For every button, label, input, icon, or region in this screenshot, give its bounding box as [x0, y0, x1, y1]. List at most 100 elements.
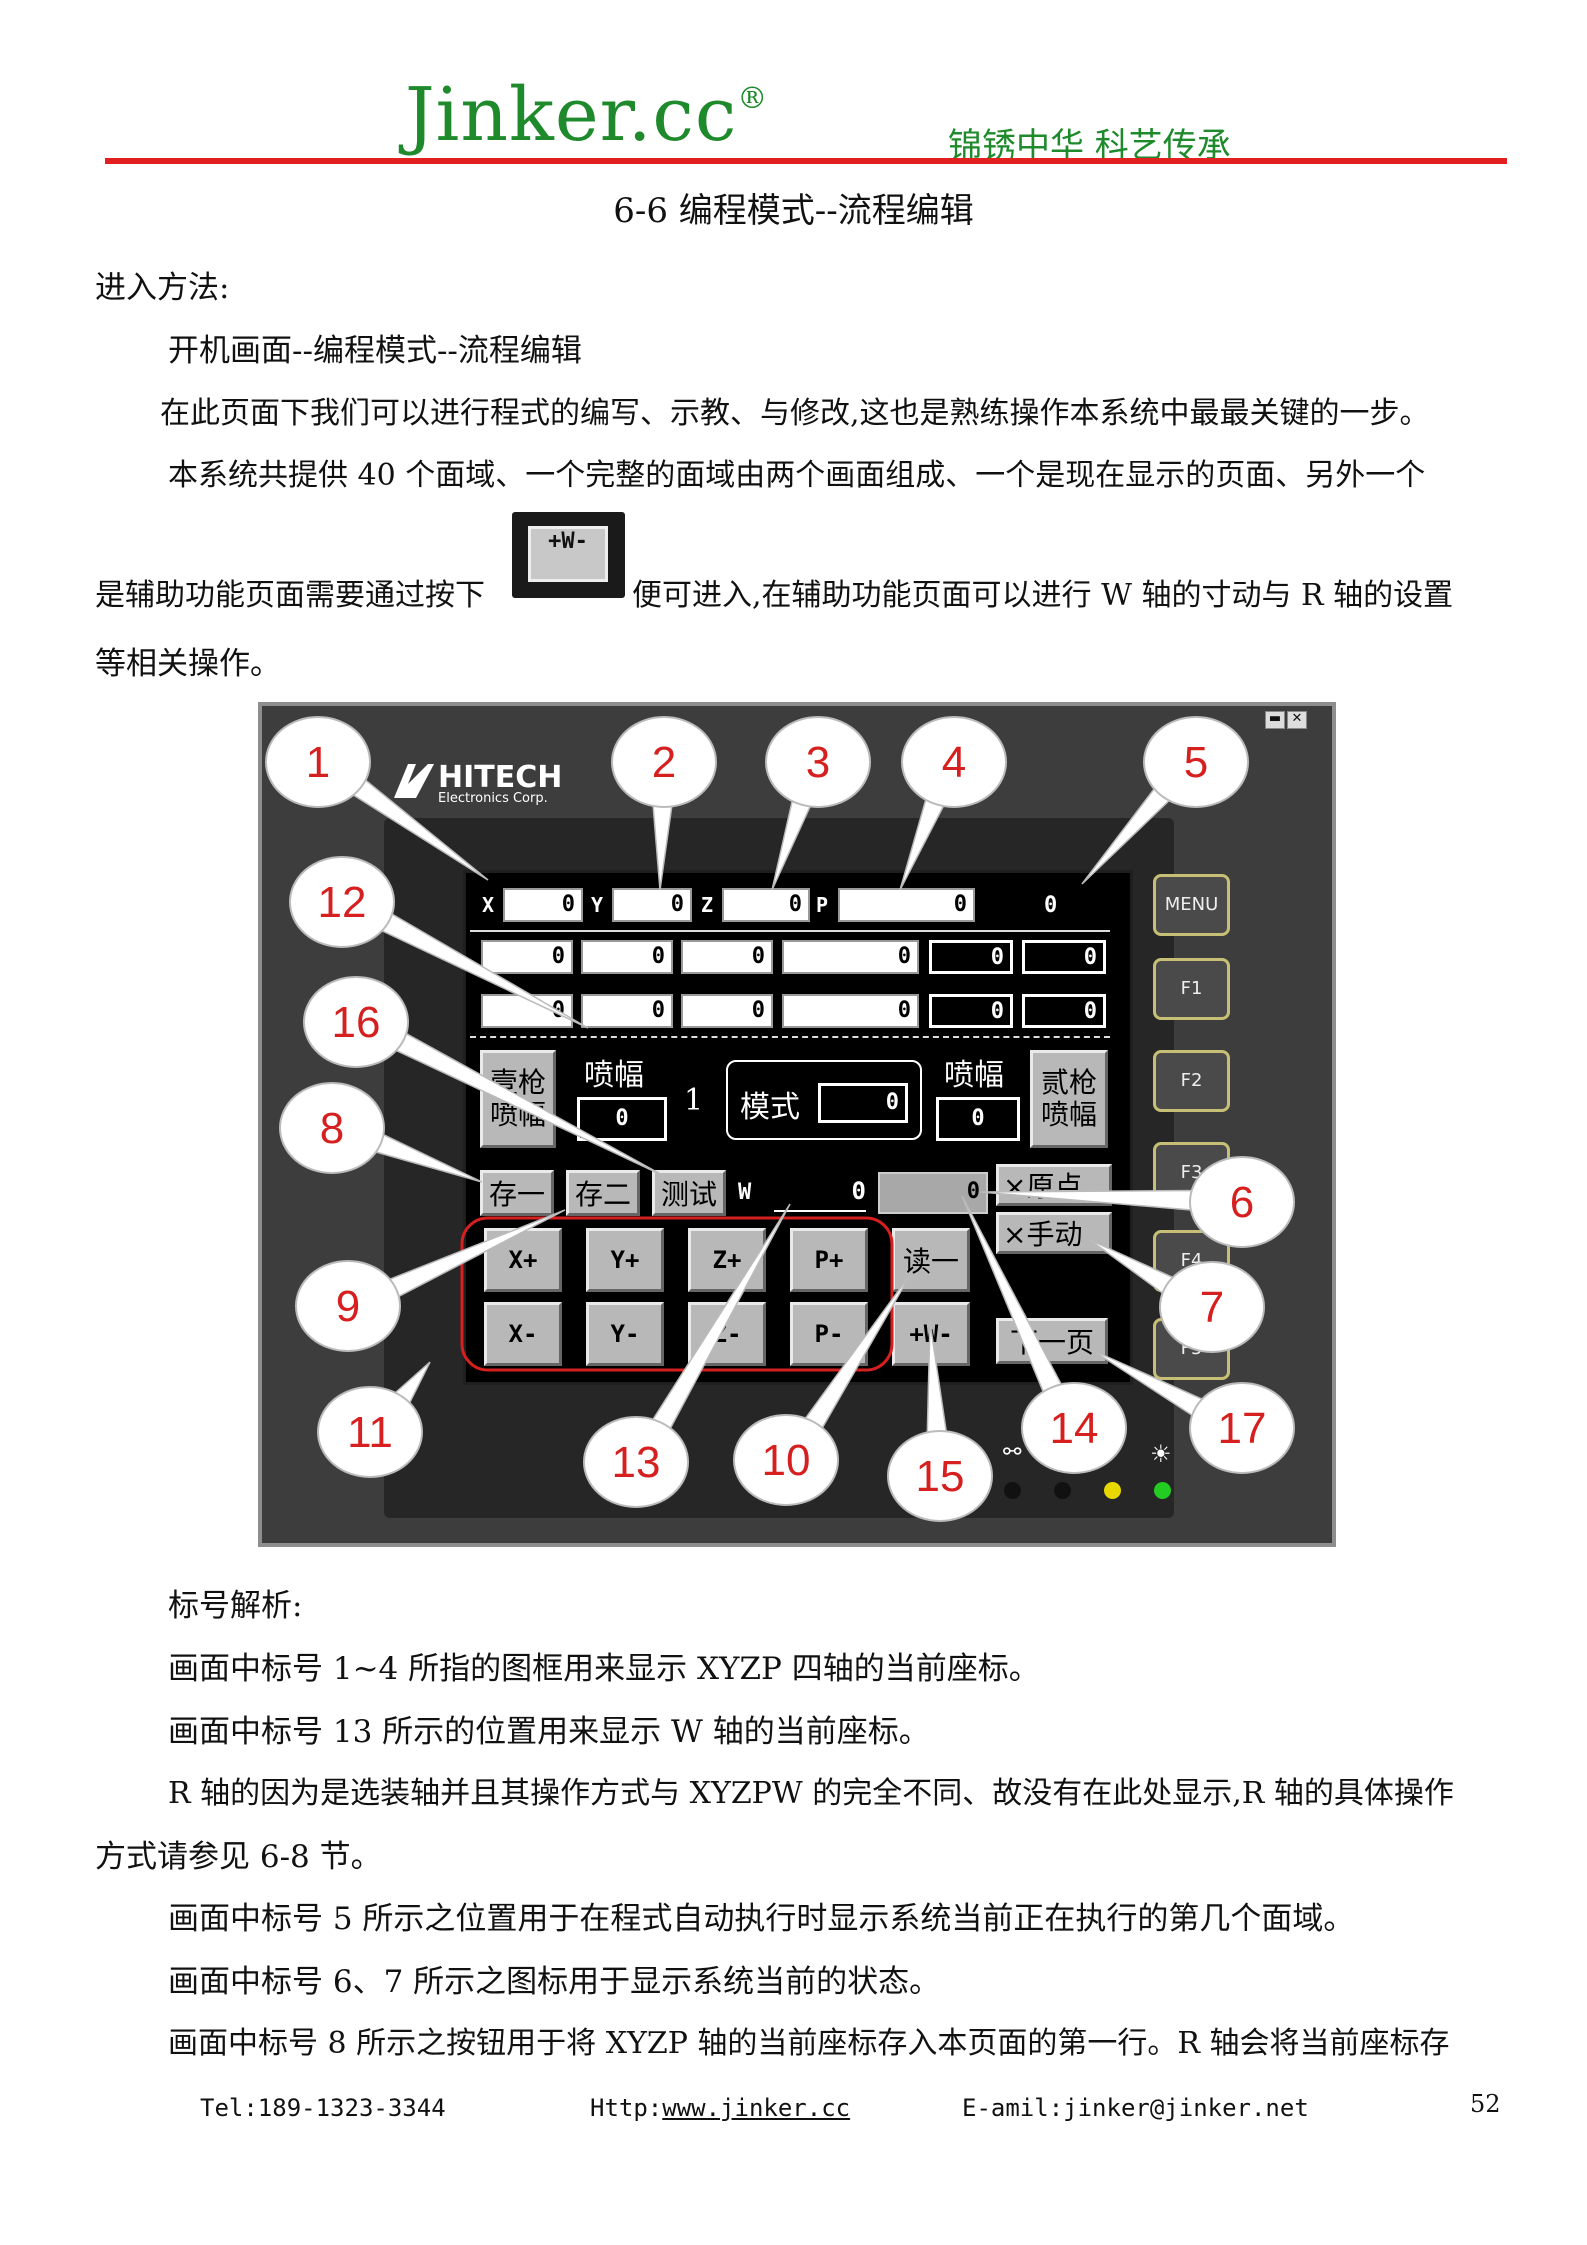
callout-number: 5	[1184, 738, 1208, 787]
save1-button[interactable]: 存一	[480, 1170, 554, 1216]
callout-tail	[899, 792, 948, 891]
x-axis-label: X	[482, 893, 495, 917]
callout-number: 17	[1218, 1404, 1267, 1453]
callout-tail	[771, 793, 814, 891]
callout-tail	[979, 1189, 1199, 1212]
footer-http: Http:www.jinker.cc	[590, 2094, 851, 2122]
y-plus-button[interactable]: Y+	[586, 1228, 664, 1292]
callout-number: 7	[1200, 1283, 1224, 1332]
body-line-5: 画面中标号 5 所示之位置用于在程式自动执行时显示系统当前正在执行的第几个面域。	[168, 1901, 1355, 1937]
callout-number: 16	[332, 998, 381, 1047]
row2-p-field[interactable]: 0	[782, 994, 919, 1028]
spray-label-2: 喷幅	[944, 1058, 1004, 1093]
callout-bubble	[265, 716, 371, 808]
p-plus-button[interactable]: P+	[790, 1228, 868, 1292]
test-button[interactable]: 测试	[652, 1170, 726, 1216]
row2-y-field[interactable]: 0	[581, 994, 673, 1028]
f2-button[interactable]: F2	[1153, 1050, 1230, 1112]
callout-bubble	[295, 1260, 401, 1352]
callout-number: 15	[916, 1452, 965, 1501]
callout-number: 4	[942, 738, 966, 787]
callout-number: 12	[318, 878, 367, 927]
callout-number: 8	[320, 1104, 344, 1153]
menu-button[interactable]: MENU	[1153, 874, 1230, 936]
y-minus-button[interactable]: Y-	[586, 1302, 664, 1366]
callout-bubble	[1189, 1156, 1295, 1248]
callout-tail	[801, 1271, 913, 1435]
gun2-spray-button[interactable]: 贰枪喷幅	[1030, 1050, 1108, 1148]
callout-number: 11	[347, 1408, 393, 1457]
led-1	[1004, 1482, 1021, 1499]
paragraph-1: 在此页面下我们可以进行程式的编写、示教、与修改,这也是熟练操作本系统中最最关键的…	[160, 396, 1430, 431]
manual-status-indicator: ×手动	[996, 1212, 1112, 1254]
p-axis-label: P	[816, 893, 829, 917]
mode-value[interactable]: 0	[818, 1083, 908, 1123]
paragraph-3-end: 便可进入,在辅助功能页面可以进行 W 轴的寸动与 R 轴的设置	[632, 578, 1454, 613]
callout-bubble	[317, 1386, 423, 1478]
body-line-6: 画面中标号 6、7 所示之图标用于显示系统当前的状态。	[168, 1964, 941, 2000]
callout-bubble	[583, 1416, 689, 1508]
row2-z-field[interactable]: 0	[681, 994, 773, 1028]
callout-bubble	[901, 716, 1007, 808]
enter-path: 开机画面--编程模式--流程编辑	[168, 333, 582, 369]
callout-bubble	[279, 1082, 385, 1174]
callout-bubble	[289, 856, 395, 948]
y-coordinate-field: 0	[612, 888, 692, 922]
site-logo: Jinker.cc®	[405, 72, 769, 158]
callout-tail	[926, 1321, 948, 1440]
header-divider	[105, 158, 1507, 164]
callout-number: 1	[306, 738, 330, 787]
footer-tel: Tel:189-1323-3344	[200, 2094, 446, 2122]
w-coordinate-field: 0	[774, 1172, 866, 1212]
callout-bubble	[611, 716, 717, 808]
spray-label-1: 喷幅	[584, 1058, 644, 1093]
led-3	[1104, 1482, 1121, 1499]
minimize-icon: ▬	[1265, 711, 1285, 729]
paragraph-4: 等相关操作。	[95, 646, 281, 682]
callout-number: 2	[652, 738, 676, 787]
callout-bubble	[765, 716, 871, 808]
row1-spray1-field[interactable]: 0	[929, 940, 1013, 974]
gun-number: 1	[684, 1083, 704, 1118]
x-coordinate-field: 0	[503, 888, 583, 922]
row1-z-field[interactable]: 0	[681, 940, 773, 974]
area-number: 0	[1044, 893, 1058, 918]
callout-bubble	[1189, 1382, 1295, 1474]
z-plus-button[interactable]: Z+	[688, 1228, 766, 1292]
callout-number: 6	[1230, 1178, 1254, 1227]
body-line-1: 画面中标号 1~4 所指的图框用来显示 XYZP 四轴的当前座标。	[168, 1651, 1040, 1687]
footer-email: E-amil:jinker@jinker.net	[962, 2094, 1309, 2122]
page-number: 52	[1470, 2090, 1501, 2118]
callout-tail	[369, 1130, 483, 1183]
row1-y-field[interactable]: 0	[581, 940, 673, 974]
body-line-2: 画面中标号 13 所示的位置用来显示 W 轴的当前座标。	[168, 1714, 930, 1750]
row2-spray1-field[interactable]: 0	[929, 994, 1013, 1028]
led-4	[1154, 1482, 1171, 1499]
row1-spray2-field[interactable]: 0	[1022, 940, 1106, 974]
callout-tail	[375, 909, 589, 1029]
callout-bubble	[1159, 1261, 1265, 1353]
callout-tail	[961, 1195, 1065, 1399]
callout-number: 14	[1050, 1404, 1099, 1453]
callout-number: 10	[762, 1436, 811, 1485]
footer-url-link[interactable]: www.jinker.cc	[662, 2094, 851, 2122]
row1-x-field[interactable]: 0	[481, 940, 573, 974]
body-line-4: 方式请参见 6-8 节。	[95, 1839, 382, 1875]
body-line-7: 画面中标号 8 所示之按钮用于将 XYZP 轴的当前座标存入本页面的第一行。R …	[168, 2026, 1450, 2061]
f1-button[interactable]: F1	[1153, 958, 1230, 1020]
spray1-value[interactable]: 0	[577, 1097, 667, 1141]
enter-method-heading: 进入方法:	[95, 270, 230, 306]
close-icon: ✕	[1287, 711, 1307, 729]
x-minus-button[interactable]: X-	[484, 1302, 562, 1366]
row1-p-field[interactable]: 0	[782, 940, 919, 974]
save2-button[interactable]: 存二	[566, 1170, 640, 1216]
callout-bubble	[1021, 1382, 1127, 1474]
light-icon: ☀	[1150, 1440, 1172, 1468]
callout-number: 9	[336, 1282, 360, 1331]
row2-spray2-field[interactable]: 0	[1022, 994, 1106, 1028]
spray2-value[interactable]: 0	[936, 1097, 1020, 1141]
callout-tail	[651, 799, 674, 891]
divider	[470, 930, 1110, 932]
callout-bubble	[1143, 716, 1249, 808]
